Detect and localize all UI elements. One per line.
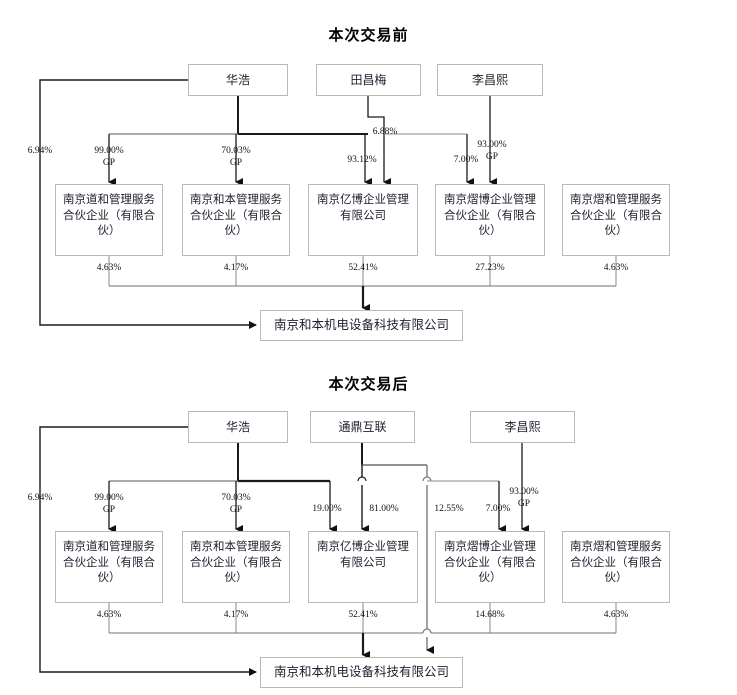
diagram-title-after: 本次交易后 (328, 376, 409, 393)
edge-label-xibo-target-after: 14.68% (475, 610, 505, 620)
edge-label-daohe-target-before: 4.63% (96, 263, 122, 273)
edge-label-tongding-target-after: 12.55% (434, 504, 464, 514)
edge-label-heben-target-after: 4.17% (223, 610, 249, 620)
edge-label-xihe-target-before: 4.63% (603, 263, 629, 273)
edge-label-yibo-target-after: 52.41% (348, 610, 378, 620)
person-box-tianchangmei-before[interactable]: 田昌梅 (316, 64, 421, 96)
target-box-after[interactable]: 南京和本机电设备科技有限公司 (260, 657, 463, 688)
person-box-lichangxi-before[interactable]: 李昌熙 (437, 64, 543, 96)
entity-box-daohe-after[interactable]: 南京道和管理服务合伙企业（有限合伙） (55, 531, 163, 603)
entity-box-heben-before[interactable]: 南京和本管理服务合伙企业（有限合伙） (182, 184, 290, 256)
person-box-huahao-after[interactable]: 华浩 (188, 411, 288, 443)
edge-label-huahao-daohe-before: 99.00%GP (94, 146, 124, 168)
diagram-title-before: 本次交易前 (328, 27, 409, 44)
edge-label-heben-target-before: 4.17% (223, 263, 249, 273)
entity-box-yibo-after[interactable]: 南京亿博企业管理有限公司 (308, 531, 418, 603)
edge-label-huahao-heben-after: 70.03%GP (221, 493, 251, 515)
edge-label-huahao-target-after: 6.94% (27, 493, 53, 503)
edge-label-lichangxi-xibo-before: 7.00% (453, 155, 479, 165)
entity-box-xihe-before[interactable]: 南京熠和管理服务合伙企业（有限合伙） (562, 184, 670, 256)
entity-box-xihe-after[interactable]: 南京熠和管理服务合伙企业（有限合伙） (562, 531, 670, 603)
edge-label-tongding-yibo-after: 81.00% (369, 504, 399, 514)
edge-label-lichangxi-xihe-before: 93.00%GP (477, 140, 507, 162)
edge-label-huahao-heben-before: 70.03%GP (221, 146, 251, 168)
entity-box-daohe-before[interactable]: 南京道和管理服务合伙企业（有限合伙） (55, 184, 163, 256)
edge-label-huahao-target-before: 6.94% (27, 146, 53, 156)
edge-label-lichangxi-xibo-after: 7.00% (485, 504, 511, 514)
edge-label-yibo-target-before: 52.41% (348, 263, 378, 273)
entity-box-heben-after[interactable]: 南京和本管理服务合伙企业（有限合伙） (182, 531, 290, 603)
person-box-tongding-after[interactable]: 通鼎互联 (310, 411, 415, 443)
edge-label-huahao-daohe-after: 99.00%GP (94, 493, 124, 515)
edge-label-huahao-yibo-before: 93.12% (347, 155, 377, 165)
person-box-huahao-before[interactable]: 华浩 (188, 64, 288, 96)
entity-box-xibo-before[interactable]: 南京熠博企业管理合伙企业（有限合伙） (435, 184, 545, 256)
edge-label-daohe-target-after: 4.63% (96, 610, 122, 620)
entity-box-xibo-after[interactable]: 南京熠博企业管理合伙企业（有限合伙） (435, 531, 545, 603)
target-box-before[interactable]: 南京和本机电设备科技有限公司 (260, 310, 463, 341)
edge-label-tianchangmei-yibo-before: 6.88% (372, 127, 398, 137)
edge-label-lichangxi-xihe-after: 93.00%GP (509, 487, 539, 509)
edge-label-huahao-yibo-after: 19.00% (312, 504, 342, 514)
edge-label-xibo-target-before: 27.23% (475, 263, 505, 273)
entity-box-yibo-before[interactable]: 南京亿博企业管理有限公司 (308, 184, 418, 256)
edge-label-xihe-target-after: 4.63% (603, 610, 629, 620)
person-box-lichangxi-after[interactable]: 李昌熙 (470, 411, 575, 443)
